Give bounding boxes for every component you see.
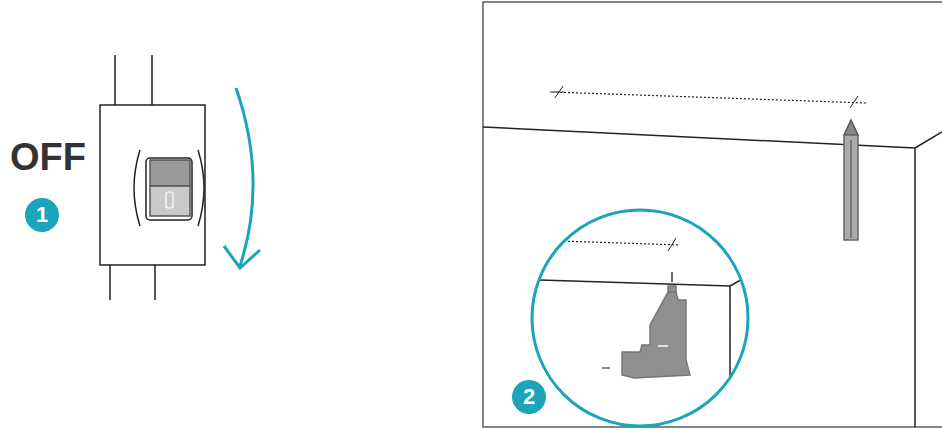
callout-text: 2 bbox=[523, 386, 535, 408]
callout-text: 1 bbox=[36, 204, 48, 226]
callout-number: 2 bbox=[512, 380, 546, 414]
callout-number: 1 bbox=[25, 198, 59, 232]
switch-state-label: OFF bbox=[10, 138, 86, 176]
